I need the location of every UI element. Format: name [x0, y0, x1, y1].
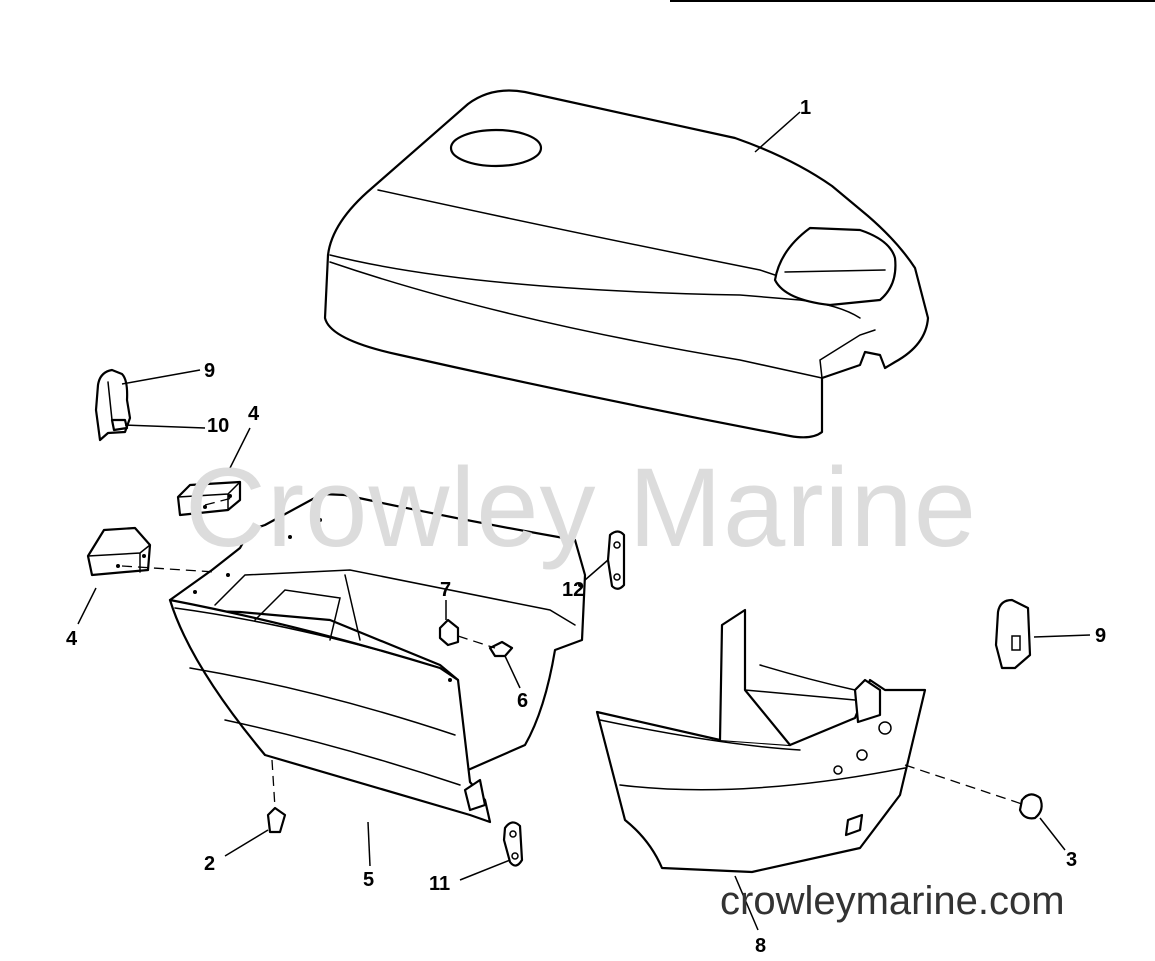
website-watermark: crowleymarine.com: [720, 879, 1065, 923]
callout-8: 8: [755, 935, 766, 957]
part-top-cowl: [323, 89, 930, 439]
part-screw-6: [488, 640, 514, 658]
callout-7: 7: [440, 579, 451, 601]
callout-1: 1: [800, 97, 811, 119]
callout-4-upper: 4: [248, 403, 260, 425]
part-latch-left: [94, 368, 132, 442]
callout-12: 12: [562, 579, 584, 601]
part-lower-cowl-left: [168, 492, 587, 824]
callout-6: 6: [517, 690, 528, 712]
part-pad-lower: [86, 526, 152, 577]
callout-10: 10: [207, 415, 229, 437]
callout-9-right: 9: [1095, 625, 1106, 647]
part-screw-2: [266, 806, 287, 834]
leader-lines: [77, 111, 1091, 931]
part-plug-3: [1018, 793, 1043, 820]
part-clip-7: [438, 618, 460, 647]
callout-5: 5: [363, 869, 374, 891]
assembly-lines: [121, 497, 1026, 809]
callout-9-left: 9: [204, 360, 215, 382]
callout-4-lower: 4: [66, 628, 78, 650]
part-lower-cowl-right: [595, 608, 927, 874]
part-bracket-12: [606, 530, 626, 590]
callouts: 1 9 10 4 4 12 7 6 2 5 11 8 3 9: [66, 97, 1106, 957]
part-bracket-11: [502, 821, 524, 867]
callout-2: 2: [204, 853, 215, 875]
part-pad-upper: [176, 480, 242, 517]
callout-11: 11: [429, 873, 450, 895]
part-latch-right: [994, 598, 1032, 670]
callout-3: 3: [1066, 849, 1077, 871]
